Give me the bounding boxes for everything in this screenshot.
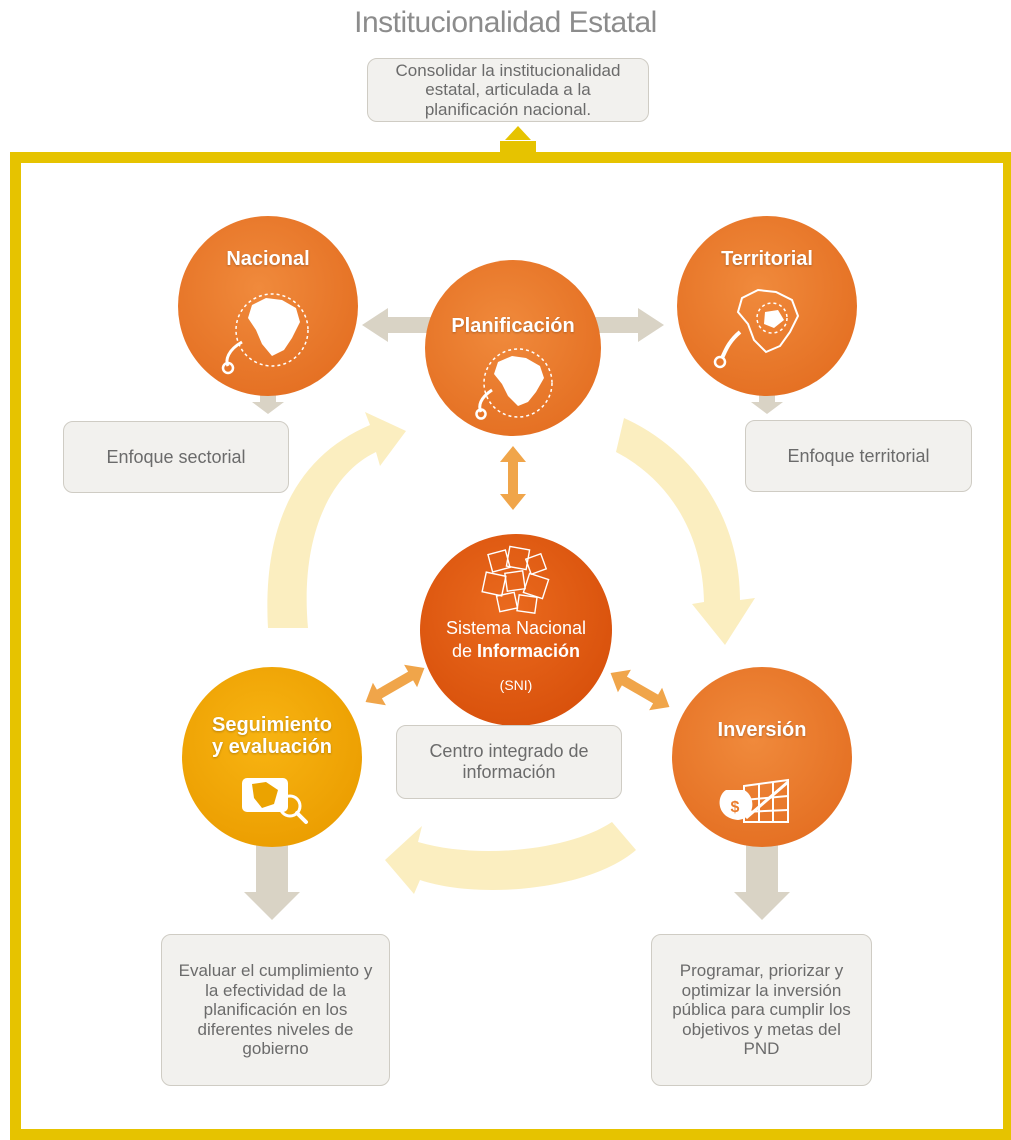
programar-box: Programar, priorizar y optimizar la inve… (651, 934, 872, 1086)
inversion-circle (672, 667, 852, 847)
map-magnifier-icon (242, 778, 308, 824)
sni-label-bold: Información (477, 641, 581, 661)
enfoque-sectorial-box: Enfoque sectorial (63, 421, 289, 493)
enfoque-territorial-box: Enfoque territorial (745, 420, 972, 492)
seguimiento-circle (182, 667, 362, 847)
sni-label-prefix: de (451, 641, 477, 661)
territorial-label: Territorial (721, 248, 813, 270)
goal-up-arrow (505, 126, 531, 140)
double-arrow-vertical (500, 446, 526, 510)
evaluar-box: Evaluar el cumplimiento y la efectividad… (161, 934, 390, 1086)
money-chart-icon: $ (719, 778, 789, 823)
ecuador-map-icon (713, 288, 800, 369)
arrow-to-nacional (362, 308, 440, 342)
goal-box: Consolidar la institucionalidad estatal,… (367, 58, 649, 122)
ecuador-map-icon (475, 348, 553, 420)
planificacion-label: Planificación (451, 315, 575, 337)
cycle-arrow-right (616, 418, 755, 645)
svg-text:$: $ (731, 799, 740, 816)
territorial-circle (677, 216, 857, 396)
cycle-arrow-bottom (385, 822, 636, 894)
seguimiento-label-line1: Seguimiento (211, 714, 332, 736)
frame-notch (500, 141, 536, 155)
double-arrow-left (365, 664, 425, 706)
cycle-arrow-left (267, 412, 406, 628)
planificacion-circle (425, 260, 601, 436)
arrow-to-territorial (588, 308, 664, 342)
arrow-inversion-down (734, 843, 790, 920)
arrow-seguimiento-down (244, 843, 300, 920)
diagram-title: Institucionalidad Estatal (354, 6, 657, 39)
double-arrow-right (610, 669, 670, 711)
cubes-logo-icon (481, 545, 550, 614)
sni-circle (420, 534, 612, 726)
sni-label-line3: (SNI) (499, 677, 533, 693)
sni-label-line2: de Información (406, 641, 626, 662)
centro-integrado-box: Centro integrado de información (396, 725, 622, 799)
seguimiento-label-line2: y evaluación (211, 736, 333, 758)
ecuador-map-icon (221, 293, 309, 375)
nacional-label: Nacional (226, 248, 310, 270)
inversion-label: Inversión (717, 719, 807, 741)
sni-label-line1: Sistema Nacional (445, 618, 587, 638)
